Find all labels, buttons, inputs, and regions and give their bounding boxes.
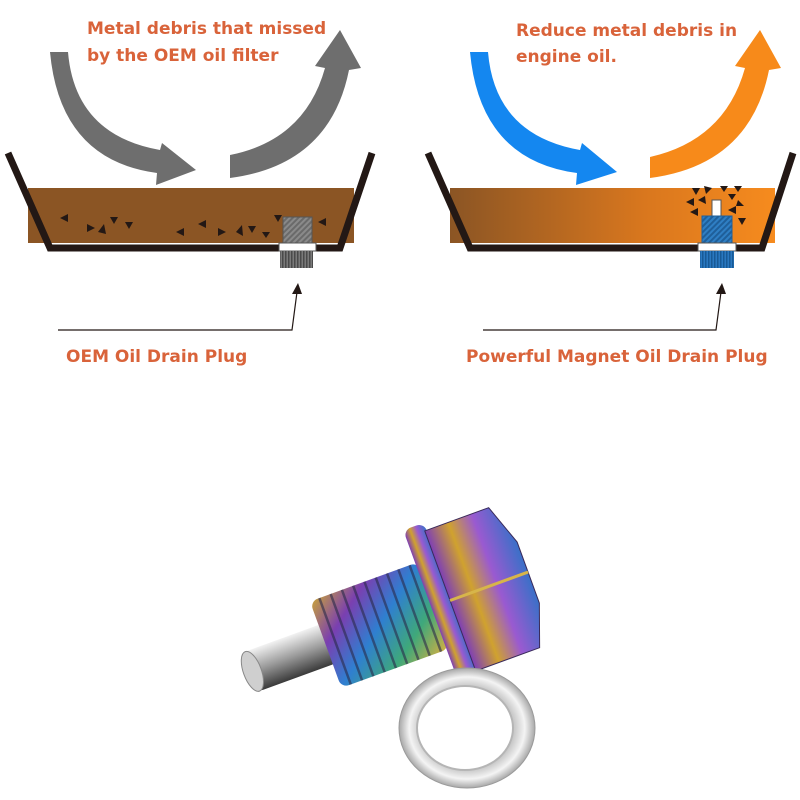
right-caption-line1: Reduce metal debris in (516, 21, 737, 41)
oil-pan (424, 151, 797, 252)
neochrome-drain-plug-image (240, 507, 541, 692)
gray-arrow-in-icon (50, 52, 196, 185)
gray-arrow-out-icon (230, 30, 361, 178)
magnetic-plug-label: Powerful Magnet Oil Drain Plug (466, 347, 768, 367)
left-caption-line1: Metal debris that missed (87, 19, 326, 39)
left-caption-line2: by the OEM oil filter (87, 46, 279, 66)
product-photo (240, 507, 541, 789)
right-pointer-arrow-icon (483, 283, 726, 331)
oem-plug-label: OEM Oil Drain Plug (66, 347, 247, 367)
attracted-debris (686, 186, 746, 225)
right-caption-line2: engine oil. (516, 47, 617, 67)
oil-pan (4, 151, 376, 252)
left-pointer-arrow-icon (58, 283, 302, 331)
blue-arrow-in-icon (470, 52, 617, 185)
metal-debris (60, 214, 326, 238)
orange-arrow-out-icon (650, 30, 781, 178)
oem-drain-plug-icon (278, 216, 317, 268)
crush-washer-image (398, 667, 536, 789)
magnetic-drain-plug-icon (697, 199, 737, 268)
left-panel-oem: Metal debris that missed by the OEM oil … (4, 19, 376, 367)
magnet-pin (245, 624, 336, 691)
flange (405, 524, 479, 684)
right-panel-magnetic: Reduce metal debris in engine oil. Power… (424, 21, 797, 367)
